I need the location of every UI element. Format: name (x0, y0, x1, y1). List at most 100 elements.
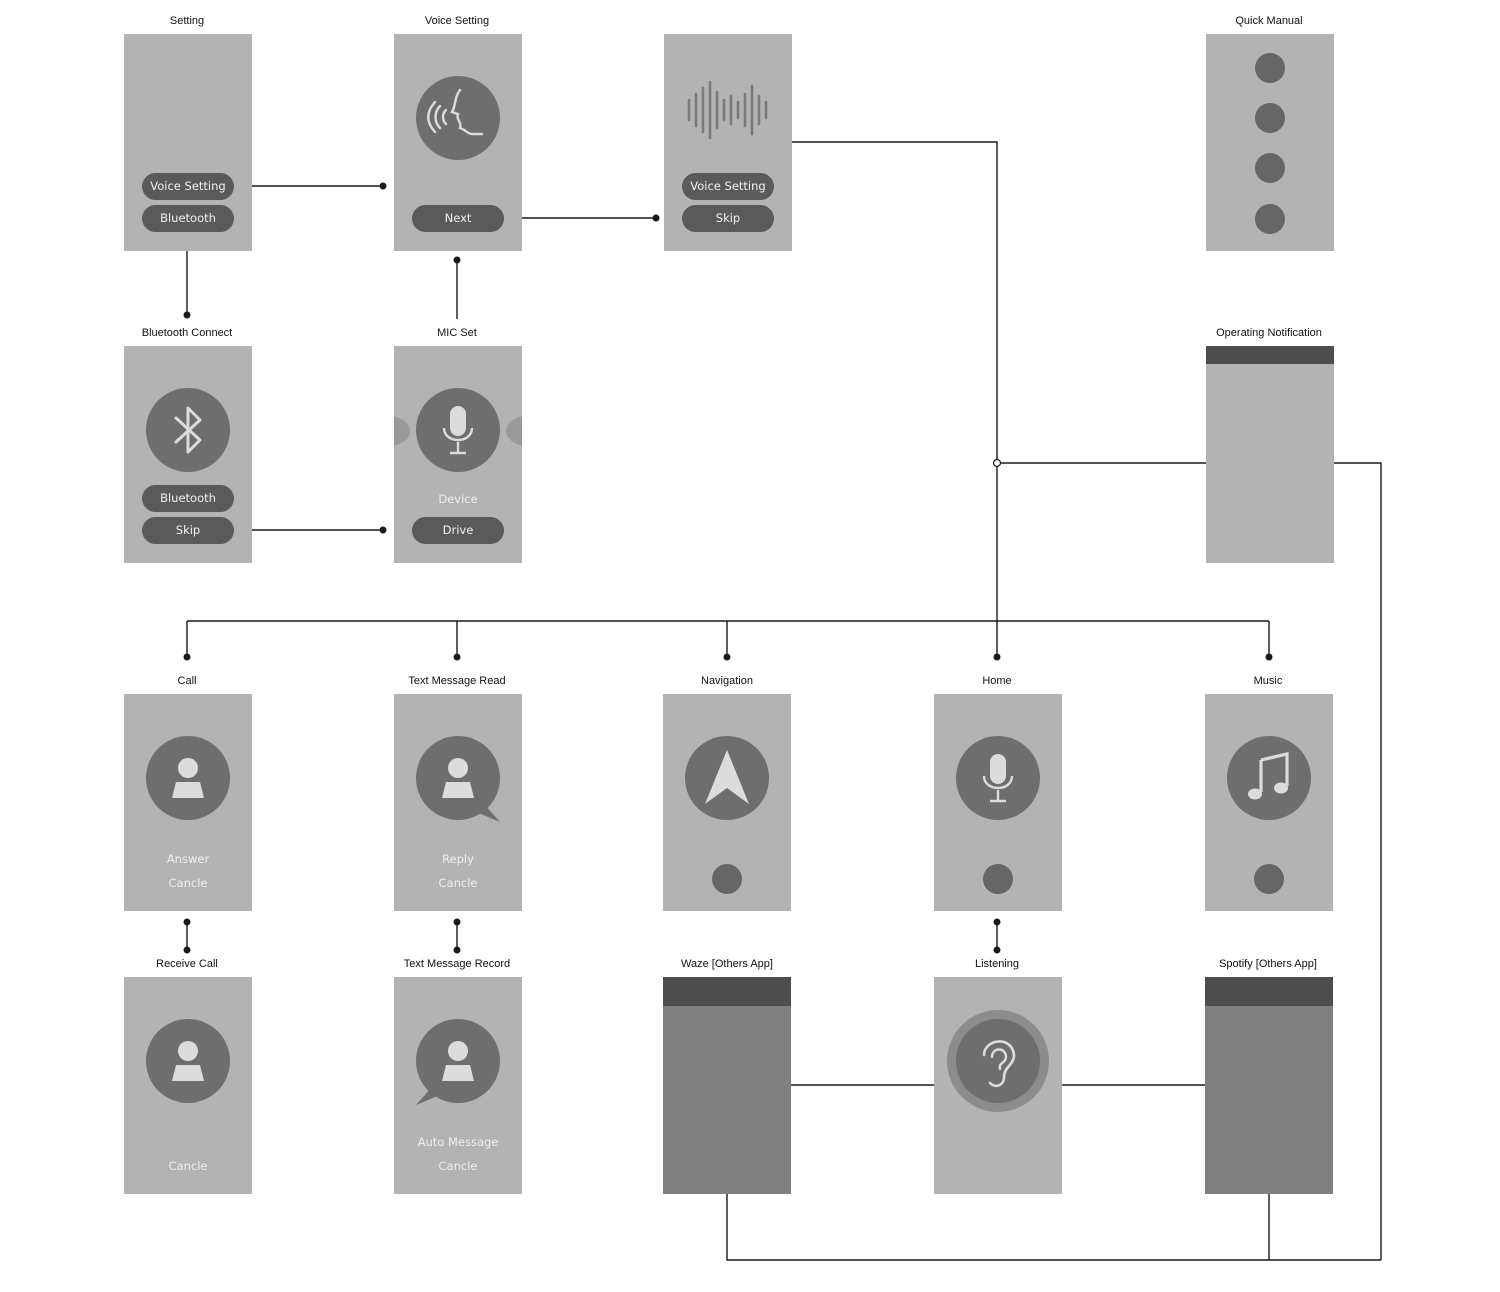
screen-title-text-message-record: Text Message Record (403, 958, 511, 970)
screen-title-waze: Waze [Others App] (681, 958, 773, 970)
screen-text-message-read[interactable]: Reply Cancle (394, 694, 522, 911)
connector-dot (183, 946, 191, 954)
cancel-label[interactable]: Cancle (438, 1159, 478, 1173)
screen-title-spotify: Spotify [Others App] (1219, 958, 1317, 970)
screen-title-bluetooth-connect: Bluetooth Connect (141, 327, 233, 339)
screen-title-operating-notification: Operating Notification (1216, 327, 1322, 339)
screen-setting[interactable]: Voice Setting Bluetooth (124, 34, 252, 251)
screen-spotify[interactable] (1205, 977, 1333, 1194)
screen-voice-confirm[interactable]: Voice Setting Skip (664, 34, 792, 251)
screen-title-home: Home (982, 675, 1012, 687)
mic-circle (416, 388, 500, 472)
caller-circle (146, 1019, 230, 1103)
connector-dot (993, 653, 1001, 661)
bluetooth-button[interactable]: Bluetooth (142, 205, 234, 232)
bluetooth-icon (174, 406, 202, 454)
connector-dot (652, 214, 660, 222)
manual-page-dot[interactable] (1255, 103, 1285, 133)
next-device-peek[interactable] (506, 416, 522, 446)
connector-dot (993, 918, 1001, 926)
auto-message-label[interactable]: Auto Message (417, 1135, 499, 1149)
connector-dot (453, 653, 461, 661)
skip-button[interactable]: Skip (142, 517, 234, 544)
microphone-icon (442, 406, 474, 455)
screen-operating-notification[interactable] (1206, 346, 1334, 563)
person-chat-bubble-icon (416, 736, 500, 822)
connector-dot (379, 182, 387, 190)
screen-mic-set[interactable]: Device Drive (394, 346, 522, 563)
sound-wave-icon (687, 80, 768, 140)
prev-device-peek[interactable] (394, 416, 410, 446)
screen-title-music: Music (1253, 675, 1283, 687)
screen-music[interactable] (1205, 694, 1333, 911)
music-dot[interactable] (1254, 864, 1284, 894)
screen-title-quick-manual: Quick Manual (1235, 15, 1303, 27)
screen-quick-manual[interactable] (1206, 34, 1334, 251)
cancel-label[interactable]: Cancle (168, 1159, 208, 1173)
next-button[interactable]: Next (412, 205, 504, 232)
screen-voice-setting[interactable]: Next (394, 34, 522, 251)
screen-title-call: Call (177, 675, 197, 687)
person-icon (172, 758, 204, 798)
screen-text-message-record[interactable]: Auto Message Cancle (394, 977, 522, 1194)
app-header-bar (663, 977, 791, 1006)
connector-dot (379, 526, 387, 534)
app-header-bar (1205, 977, 1333, 1006)
screen-listening[interactable] (934, 977, 1062, 1194)
connector-dot (993, 946, 1001, 954)
person-chat-bubble-icon (416, 1019, 500, 1105)
screen-title-setting: Setting (169, 15, 205, 27)
navigation-dot[interactable] (712, 864, 742, 894)
manual-page-dot[interactable] (1255, 153, 1285, 183)
voice-setting-button[interactable]: Voice Setting (142, 173, 234, 200)
caller-circle (146, 736, 230, 820)
screen-call[interactable]: Answer Cancle (124, 694, 252, 911)
screen-title-receive-call: Receive Call (156, 958, 218, 970)
connector-dot (183, 653, 191, 661)
answer-label[interactable]: Answer (166, 852, 210, 866)
screen-bluetooth-connect[interactable]: Bluetooth Skip (124, 346, 252, 563)
listening-circle (956, 1019, 1040, 1103)
ear-icon (982, 1040, 1016, 1088)
manual-page-dot[interactable] (1255, 53, 1285, 83)
manual-page-dot[interactable] (1255, 204, 1285, 234)
home-dot[interactable] (983, 864, 1013, 894)
screen-title-mic-set: MIC Set (437, 327, 477, 339)
connector-dot (453, 256, 461, 264)
screen-navigation[interactable] (663, 694, 791, 911)
music-note-icon (1248, 751, 1289, 800)
screen-title-text-message-read: Text Message Read (408, 675, 506, 687)
music-circle (1227, 736, 1311, 820)
screen-waze[interactable] (663, 977, 791, 1194)
reply-label[interactable]: Reply (442, 852, 474, 866)
cancel-label[interactable]: Cancle (168, 876, 208, 890)
bluetooth-circle (146, 388, 230, 472)
navigation-arrow-icon (705, 750, 749, 804)
connector-dot (723, 653, 731, 661)
notification-bar (1206, 346, 1334, 364)
screen-home[interactable] (934, 694, 1062, 911)
connector-dot (183, 311, 191, 319)
microphone-icon (982, 754, 1014, 803)
home-mic-circle[interactable] (956, 736, 1040, 820)
device-label: Device (438, 492, 478, 506)
speaking-head-icon (427, 88, 484, 136)
bluetooth-button[interactable]: Bluetooth (142, 485, 234, 512)
screen-title-navigation: Navigation (701, 675, 753, 687)
screen-title-listening: Listening (974, 958, 1020, 970)
voice-setting-button[interactable]: Voice Setting (682, 173, 774, 200)
screen-receive-call[interactable]: Cancle (124, 977, 252, 1194)
voice-circle (416, 76, 500, 160)
connector-dot (1265, 653, 1273, 661)
navigation-circle (685, 736, 769, 820)
connector-dot (453, 918, 461, 926)
connector-dot (453, 946, 461, 954)
connector-dot (183, 918, 191, 926)
skip-button[interactable]: Skip (682, 205, 774, 232)
screen-title-voice-setting: Voice Setting (424, 15, 490, 27)
cancel-label[interactable]: Cancle (438, 876, 478, 890)
person-icon (172, 1041, 204, 1081)
drive-button[interactable]: Drive (412, 517, 504, 544)
junction-node (992, 458, 1002, 468)
